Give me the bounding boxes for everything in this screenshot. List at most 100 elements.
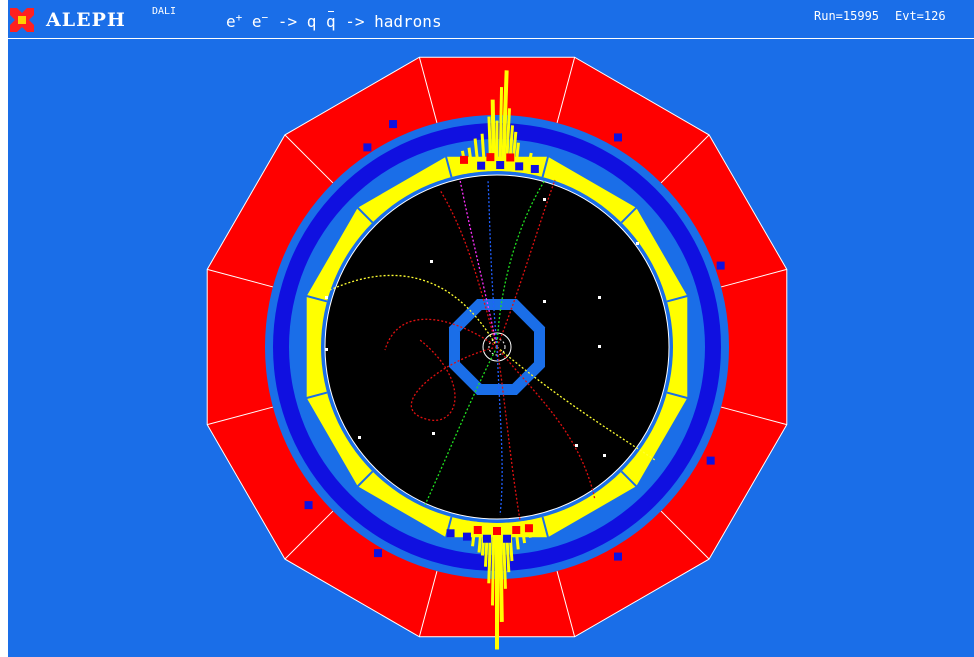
ecal-module-divider	[356, 470, 374, 488]
hit-marker	[575, 444, 578, 447]
vertex-detector	[488, 338, 506, 356]
calorimeter-module-divider	[207, 406, 274, 426]
track-green-down	[424, 346, 498, 506]
ecal-cluster	[486, 153, 495, 162]
energy-tower	[448, 157, 456, 177]
track-blue-up	[487, 179, 498, 348]
ecal-module-divider	[541, 155, 550, 178]
calorimeter-module-divider	[660, 134, 710, 184]
ecal-module-divider	[541, 516, 550, 539]
energy-tower	[487, 116, 493, 172]
energy-tower	[538, 159, 546, 177]
ecal-cluster	[473, 525, 482, 534]
calorimeter-module-divider	[660, 510, 710, 560]
process-sup2: −	[261, 11, 269, 24]
track-red-down	[496, 346, 521, 521]
program-name: DALI	[152, 6, 177, 17]
calorimeter-module-divider	[556, 57, 576, 124]
process-e1: e	[226, 12, 236, 31]
energy-tower	[504, 522, 511, 573]
ecal-module-divider	[305, 294, 328, 303]
calorimeter-module-divider	[284, 510, 334, 560]
energy-deposits	[304, 70, 725, 650]
process-sup1: +	[235, 11, 243, 24]
track-red-up	[439, 189, 498, 348]
calorimeter-module-divider	[720, 406, 787, 426]
hit-marker	[543, 300, 546, 303]
calorimeter-module-divider	[720, 268, 787, 288]
hit-marker	[430, 260, 433, 263]
calorimeter-module-divider	[418, 57, 438, 124]
ecal-cluster	[515, 162, 524, 171]
experiment-name: ALEPH	[46, 9, 126, 31]
ecal-cluster	[446, 529, 455, 538]
ecal-cluster	[530, 164, 539, 173]
hit-marker	[543, 198, 546, 201]
hit-marker	[325, 296, 328, 299]
header-bar: ALEPH DALI e+ e− -> q q -> hadrons Run=1…	[8, 0, 974, 38]
calorimeter-module-divider	[284, 134, 334, 184]
hit-marker	[358, 436, 361, 439]
track-red-curl	[384, 318, 498, 351]
ecal-cluster	[304, 501, 313, 510]
hit-marker	[432, 432, 435, 435]
hit-marker	[325, 348, 328, 351]
track-red-up-right	[496, 179, 556, 348]
ecal-cluster	[706, 456, 715, 465]
ecal-cluster	[477, 161, 486, 170]
track-yellow-left	[329, 274, 498, 348]
ecal-module-divider	[620, 206, 638, 224]
hit-marker	[598, 296, 601, 299]
hit-marker	[598, 345, 601, 348]
ecal-cluster	[716, 261, 725, 270]
ecal-cluster	[614, 552, 622, 561]
ecal-cluster	[482, 534, 491, 543]
ecal-cluster	[374, 549, 382, 558]
detector-hits	[325, 198, 639, 457]
ecal-module-divider	[620, 470, 638, 488]
energy-tower	[483, 522, 490, 567]
process-e2: e	[251, 12, 262, 31]
process-qbar: q	[325, 11, 336, 31]
energy-tower	[498, 522, 504, 622]
energy-tower	[507, 125, 514, 172]
ecal-cluster	[496, 161, 505, 170]
process-arrow1: -> q	[268, 12, 326, 31]
track-yellow-right	[496, 346, 656, 461]
ecal-module-divider	[666, 294, 689, 303]
energy-tower	[501, 522, 507, 589]
ecal-cluster	[512, 525, 521, 534]
particle-tracks	[329, 179, 656, 521]
run-number: Run=15995	[814, 9, 880, 23]
hit-marker	[636, 242, 639, 245]
ecal-module-divider	[356, 206, 374, 224]
track-blue-down	[496, 346, 503, 516]
hit-marker	[603, 454, 606, 457]
track-red-loop	[410, 339, 498, 421]
ecal-module-divider	[444, 155, 453, 178]
ecal-cluster	[506, 153, 515, 162]
ecal-cluster	[363, 143, 372, 152]
energy-tower	[498, 87, 504, 172]
energy-tower	[467, 147, 474, 173]
aleph-logo-icon	[10, 8, 34, 32]
process-arrow2: -> hadrons	[335, 12, 442, 31]
physics-process-label: e+ e− -> q q -> hadrons	[226, 11, 442, 31]
ecal-module-divider	[305, 391, 328, 400]
energy-tower	[487, 522, 493, 584]
calorimeter-module-divider	[556, 570, 576, 637]
energy-tower	[520, 521, 527, 544]
energy-tower	[526, 152, 533, 174]
energy-tower	[510, 131, 518, 172]
energy-tower	[501, 70, 509, 172]
event-number: Evt=126	[895, 9, 946, 23]
ecal-cluster	[462, 532, 471, 541]
ecal-cluster	[389, 120, 398, 129]
ecal-cluster	[493, 527, 501, 535]
ecal-cluster	[503, 534, 512, 543]
energy-tower	[490, 522, 496, 606]
ecal-module-divider	[666, 391, 689, 400]
ecal-cluster	[460, 155, 469, 164]
ecal-cluster	[524, 524, 533, 533]
track-magenta-up	[459, 179, 498, 348]
